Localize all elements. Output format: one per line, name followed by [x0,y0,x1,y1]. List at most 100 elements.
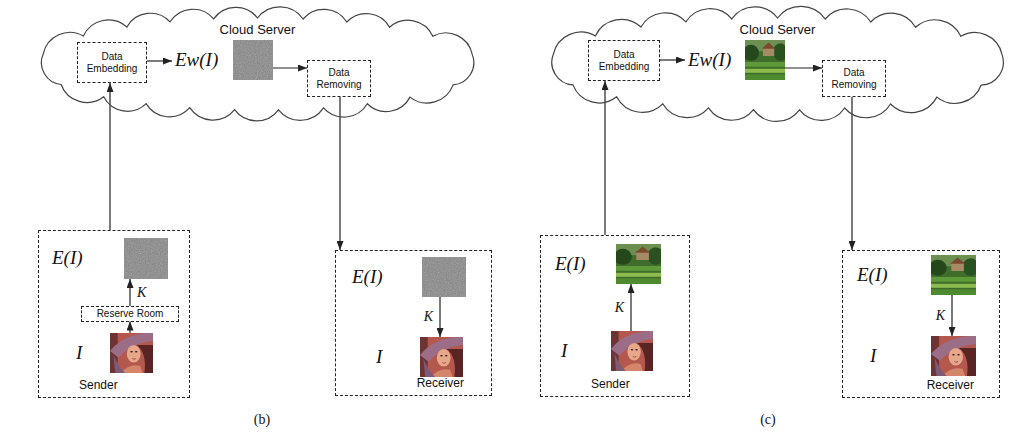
picture-part [121,365,143,373]
node-text: Sender [591,378,630,392]
node-text: Ew(I) [688,50,731,71]
picture-part [614,353,625,371]
node-text: E(I) [52,248,83,269]
picture-part [762,42,776,48]
image-node: Ew(I) [172,40,273,80]
panel-label: (c) [760,412,776,427]
camouflage-image [931,255,976,295]
node-text: Sender [79,379,118,393]
picture-part [633,356,636,358]
picture-part [616,278,661,284]
picture-part [635,349,638,351]
picture-part [957,354,960,356]
image-node: I [867,336,976,376]
picture-part [931,289,976,295]
picture-part [954,361,958,363]
picture-part [135,351,138,353]
picture-part [636,252,649,260]
key-label: K [614,301,625,315]
node-text: E(I) [857,265,888,286]
key-label: K [136,286,147,300]
picture-part [622,363,643,371]
arrow-connector [339,97,340,250]
picture-part [130,351,133,353]
image-node: E(I) [854,255,976,295]
picture-part [124,238,168,279]
cloud-server: Cloud ServerData Embedding Ew(I) Data Remo… [20,0,495,128]
party-box: Sender E(I) Reserve RoomI [38,230,190,398]
node-text: Reserve Room [97,308,164,319]
image-node: E(I) [349,257,466,297]
picture-part [763,48,774,56]
picture-part [423,359,435,377]
party-box: Receiver E(I) I [842,250,1000,398]
picture-part [233,40,273,80]
picture-part [931,284,976,288]
node-text: Data Embedding [87,51,138,74]
original-image [110,333,153,373]
picture-part [952,354,955,356]
picture-part [935,358,947,376]
picture-part [648,247,662,265]
original-image [420,337,463,377]
image-node: Ew(I) [685,40,785,80]
node-text: Data Embedding [599,49,650,72]
cloud-server: Cloud ServerData EmbeddingEw(I)Data Remo… [530,0,1025,128]
process-box: Data Removing [307,60,371,97]
key-label: K [423,310,434,324]
arrow-connector [604,81,605,235]
arrow-connector [785,67,822,68]
picture-part [113,355,125,373]
node-text: I [76,343,82,364]
picture-part [949,348,963,366]
picture-part [611,331,653,371]
picture-part [132,358,135,360]
process-box: Data Embedding [588,40,660,81]
arrow-connector [660,59,685,60]
party-box: ReceiverE(I)I [335,250,492,396]
party-box: Sender E(I) I [540,235,690,397]
picture-part [124,238,168,279]
picture-part [631,349,634,351]
node-text: Cloud Server [220,23,296,38]
node-text: Ew(I) [175,50,218,71]
image-node: E(I) [552,244,661,284]
node-text: I [376,347,382,368]
picture-part [431,369,453,377]
picture-part [942,368,965,376]
picture-part [627,343,640,361]
picture-part [440,355,443,357]
picture-part [951,263,964,271]
arrow-connector [147,60,172,61]
arrow-connector [129,322,130,334]
picture-part [950,257,965,263]
picture-part [773,43,785,61]
arrow-connector [951,295,952,336]
node-text: Data Removing [316,67,361,90]
picture-part [745,74,785,80]
camouflage-image [616,244,661,284]
node-text: Receiver [927,379,974,393]
node-text: I [561,341,567,362]
picture-part [963,258,977,276]
camouflage-image [745,40,785,80]
encrypted-image [422,257,466,297]
picture-part [422,257,466,297]
picture-part [745,69,785,73]
node-text: Data Removing [831,67,876,90]
image-node: I [73,333,153,373]
cloud-outline-path [41,7,473,121]
picture-part [931,277,976,282]
arrow-connector [273,67,307,68]
picture-part [745,45,759,61]
picture-part [635,246,650,252]
encrypted-image [233,40,273,80]
image-node: I [558,331,653,371]
picture-part [931,260,947,276]
original-image [611,331,653,371]
process-box: Data Removing [822,60,886,97]
picture-part [931,336,976,376]
picture-part [437,349,451,367]
